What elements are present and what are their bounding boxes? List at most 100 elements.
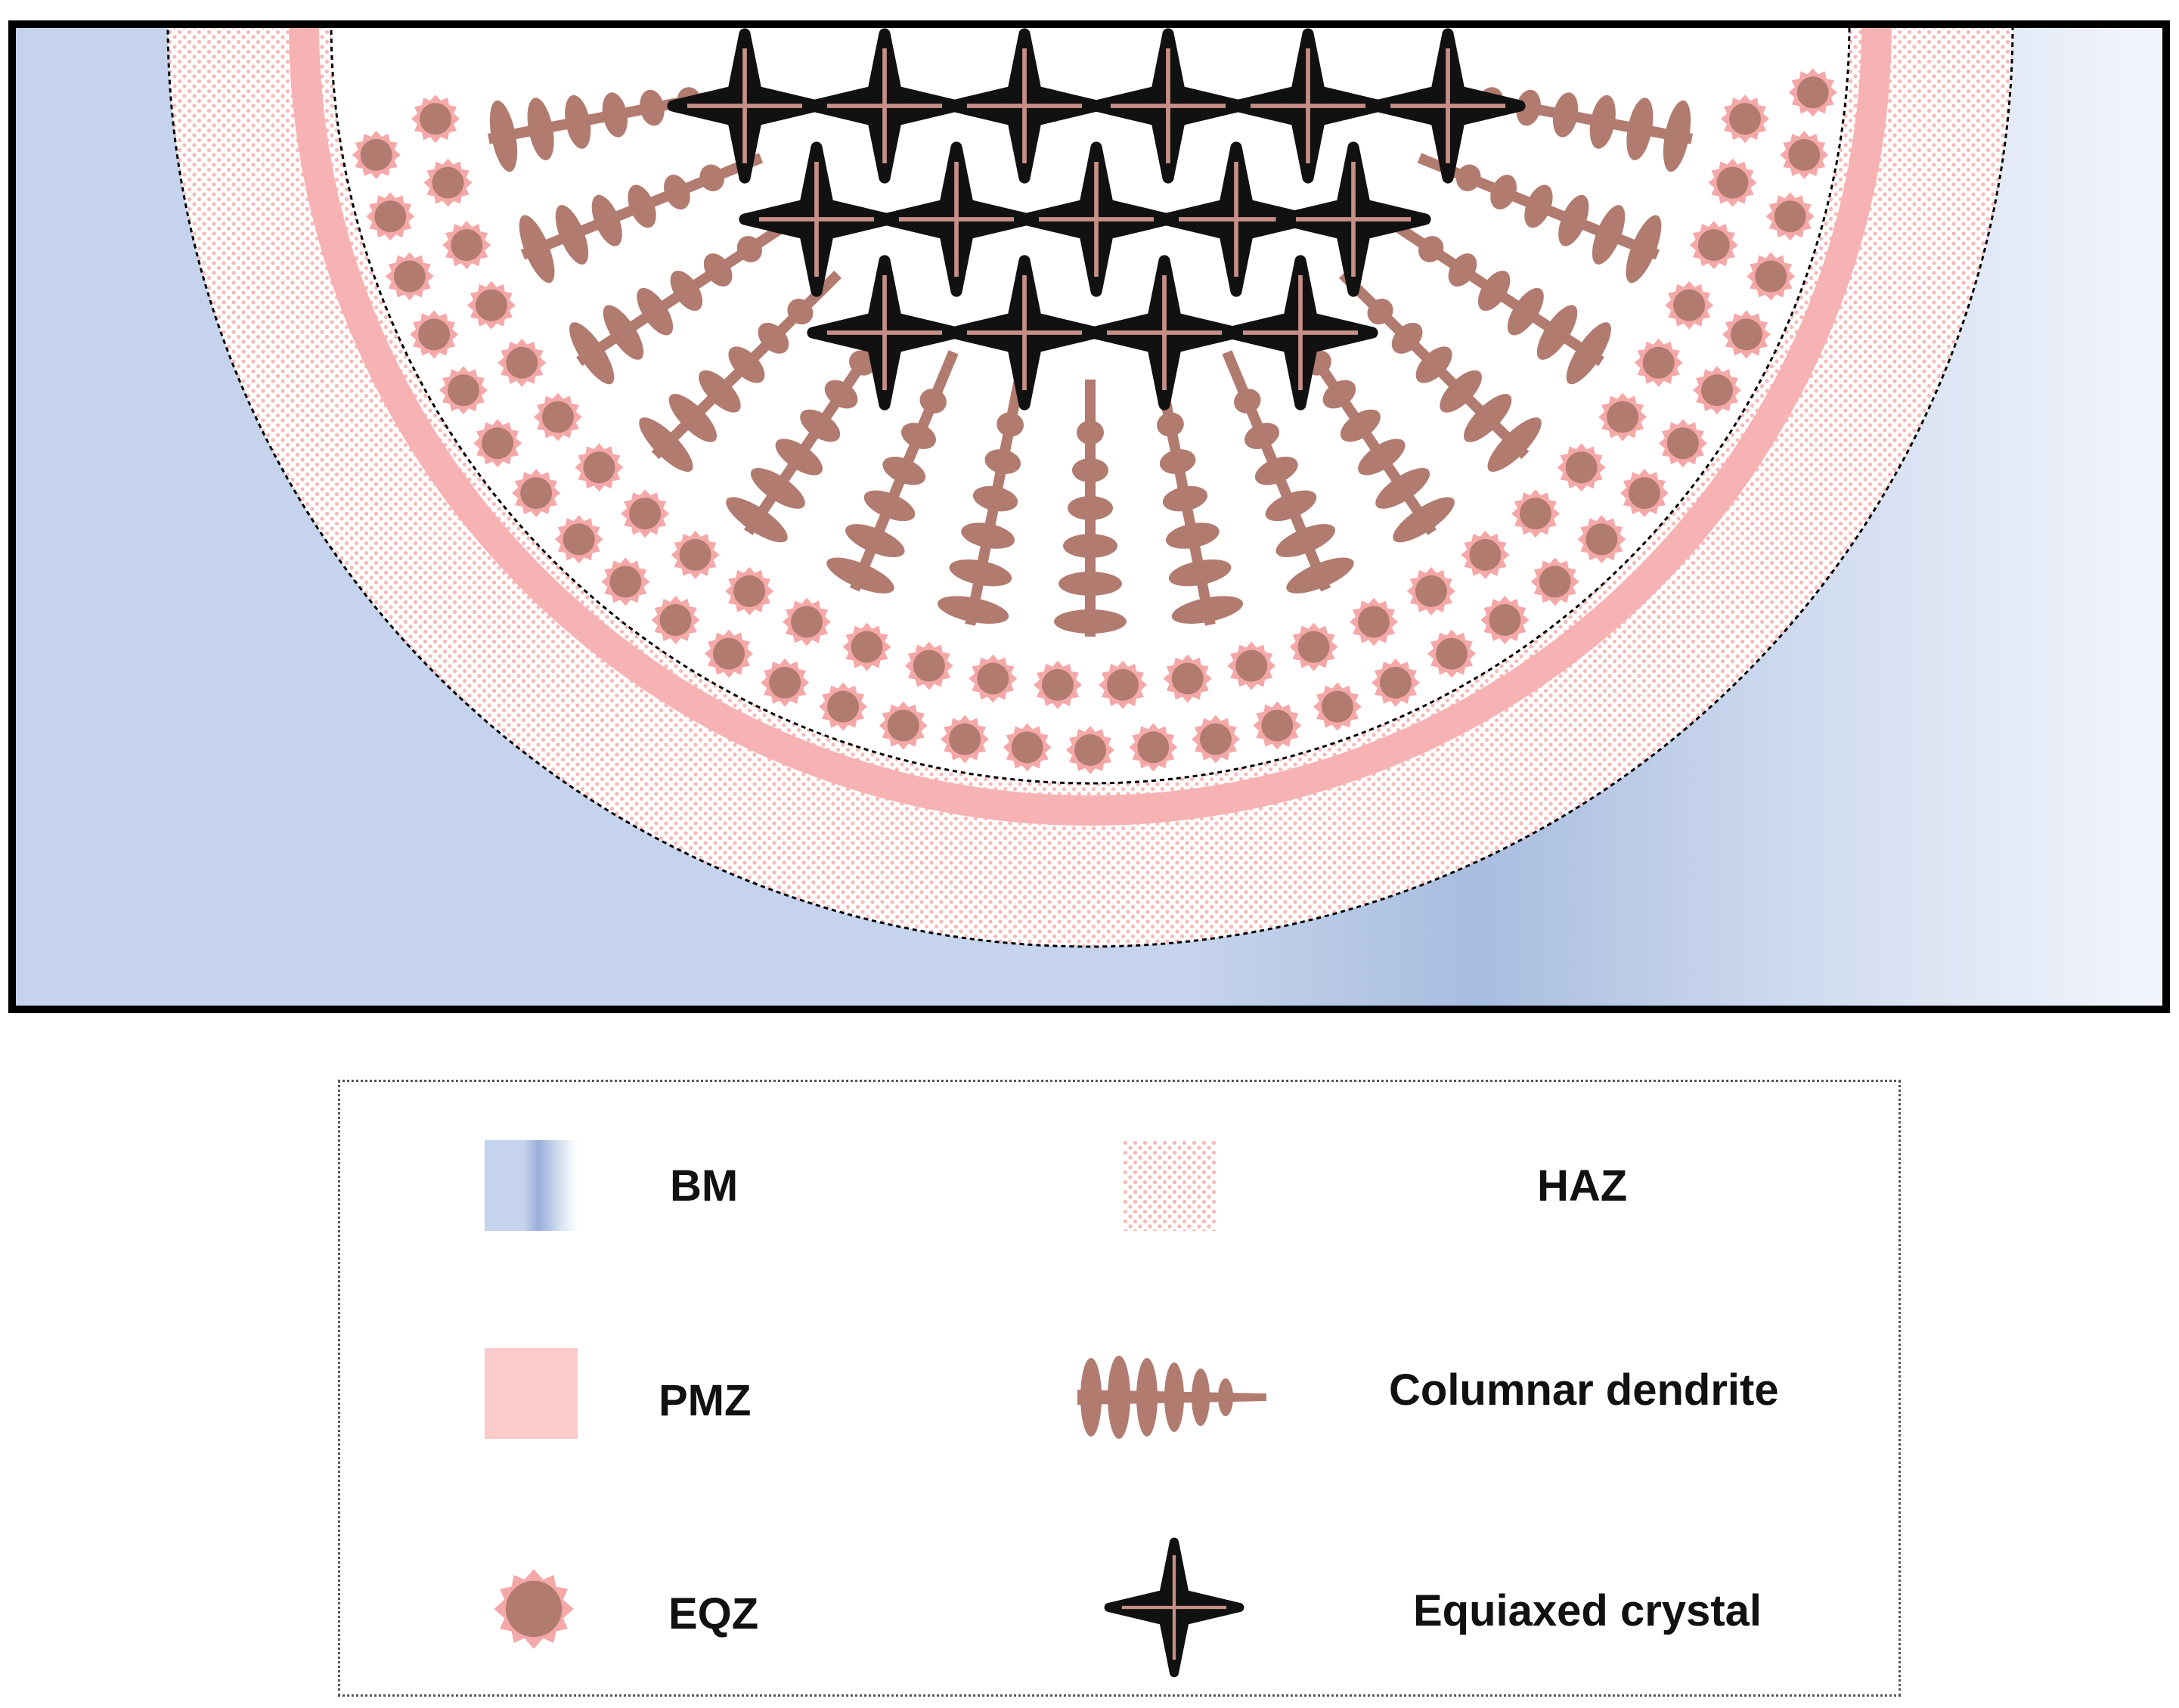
- columnar-dendrite: [1284, 316, 1455, 543]
- equiaxed-crystal: [1096, 34, 1240, 178]
- eqz-grain: [1371, 658, 1420, 707]
- columnar-dendrite: [1155, 371, 1244, 626]
- eqz-grain: [1665, 281, 1714, 330]
- eqz-grain: [941, 715, 990, 764]
- eqz-grain: [1034, 660, 1082, 709]
- columnar-dendrite: [1338, 270, 1542, 472]
- eqz-grain: [1461, 530, 1510, 579]
- eqz-grain: [1721, 95, 1769, 144]
- pmz-swatch: [485, 1348, 578, 1439]
- eqz-grain: [705, 629, 753, 678]
- bm-label: BM: [670, 1161, 739, 1210]
- pmz-ring: [289, 23, 1892, 826]
- columnar-dendrite: [1384, 215, 1611, 385]
- eqz-grain: [879, 701, 928, 750]
- eqz-grain: [1427, 629, 1476, 678]
- eqz-grain: [601, 557, 650, 606]
- equiaxed-crystal: [1236, 34, 1380, 178]
- eqz-grain: [1227, 641, 1276, 690]
- eqz-label: EQZ: [668, 1589, 759, 1638]
- eqz-grain: [385, 252, 434, 301]
- equiaxed-crystals: [673, 34, 1520, 405]
- eqz-grain: [1406, 566, 1455, 615]
- eqz-grain: [725, 566, 774, 615]
- equiaxed-crystal: [1229, 261, 1372, 405]
- eqz-grain: [442, 221, 491, 270]
- eqz-grain: [1099, 660, 1147, 709]
- eqz-grain: [439, 366, 488, 415]
- equiaxed-crystal: [1376, 34, 1520, 178]
- columnar-dendrite: [1054, 380, 1127, 637]
- haz-label: HAZ: [1537, 1161, 1628, 1210]
- columnar-dendrites: [488, 85, 1693, 637]
- eqz-grain: [410, 310, 459, 359]
- columnar-dendrite: [937, 371, 1026, 626]
- eqz-grain: [1191, 715, 1240, 764]
- eqz-grain: [1313, 682, 1362, 731]
- eqz-grain: [1530, 557, 1579, 606]
- columnar-dendrite: [726, 316, 897, 543]
- equiaxed-crystal: [813, 34, 956, 178]
- equiaxed-crystal: [953, 261, 1096, 405]
- eqz-grain: [1129, 723, 1178, 772]
- eqz-grain: [783, 597, 831, 646]
- eqz-grain: [1289, 622, 1338, 671]
- columnar-dendrite: [1417, 153, 1662, 284]
- equiaxed-crystal-swatch: [1104, 1537, 1244, 1678]
- equiaxed-crystal: [813, 261, 956, 405]
- eqz-grain: [1708, 158, 1757, 207]
- eqz-grain: [651, 596, 700, 644]
- equiaxed-crystal-label: Equiaxed crystal: [1413, 1586, 1762, 1635]
- eqz-grain: [512, 469, 561, 518]
- eqz-grain: [1003, 723, 1052, 772]
- eqz-grain: [1765, 192, 1815, 241]
- columnar-dendrite-label: Columnar dendrite: [1389, 1365, 1779, 1415]
- eqz-grain: [352, 130, 401, 179]
- eqz-grain: [533, 392, 582, 442]
- haz-swatch: [1123, 1140, 1216, 1231]
- eqz-grain: [1557, 443, 1606, 492]
- columnar-dendrite: [1222, 350, 1354, 594]
- eqz-grain: [761, 658, 810, 707]
- eqz-grain: [1780, 130, 1829, 179]
- eqz-grain: [1747, 252, 1796, 301]
- eqz-grain: [1066, 726, 1114, 774]
- columnar-dendrite: [826, 350, 959, 594]
- eqz-grain: [1163, 654, 1212, 703]
- pmz-label: PMZ: [659, 1376, 752, 1425]
- eqz-grain: [473, 419, 522, 468]
- eqz-grain: [969, 654, 1018, 703]
- equiaxed-crystal: [953, 34, 1096, 178]
- eqz-grain: [621, 489, 670, 538]
- eqz-grain: [671, 530, 720, 579]
- eqz-grain: [904, 641, 953, 690]
- eqz-grain: [1658, 419, 1707, 468]
- eqz-grain: [1577, 515, 1626, 564]
- diagram-frame: [8, 20, 2170, 1013]
- eqz-grain: [1689, 221, 1738, 270]
- eqz-grain: [1350, 597, 1398, 646]
- eqz-swatch: [494, 1569, 574, 1649]
- equiaxed-crystal: [1024, 147, 1168, 291]
- eqz-grain: [1634, 338, 1683, 387]
- eqz-grain: [842, 622, 891, 671]
- eqz-grain: [1693, 366, 1741, 415]
- eqz-grain: [554, 515, 603, 564]
- equiaxed-crystal: [1164, 147, 1308, 291]
- eqz-grain: [819, 682, 868, 731]
- eqz-grain: [1620, 469, 1669, 518]
- equiaxed-crystal: [673, 34, 817, 178]
- eqz-grain: [1598, 392, 1647, 442]
- eqz-grain: [497, 338, 547, 387]
- eqz-grain: [423, 158, 473, 207]
- eqz-grain: [575, 443, 624, 492]
- eqz-grain: [1788, 68, 1837, 117]
- equiaxed-crystal: [885, 147, 1028, 291]
- eqz-grain: [1511, 489, 1560, 538]
- eqz-grain: [1253, 701, 1302, 750]
- equiaxed-crystal: [1282, 147, 1425, 291]
- columnar-dendrite: [519, 153, 764, 284]
- eqz-grain: [1480, 596, 1530, 644]
- columnar-dendrite: [569, 215, 797, 385]
- equiaxed-crystal: [745, 147, 888, 291]
